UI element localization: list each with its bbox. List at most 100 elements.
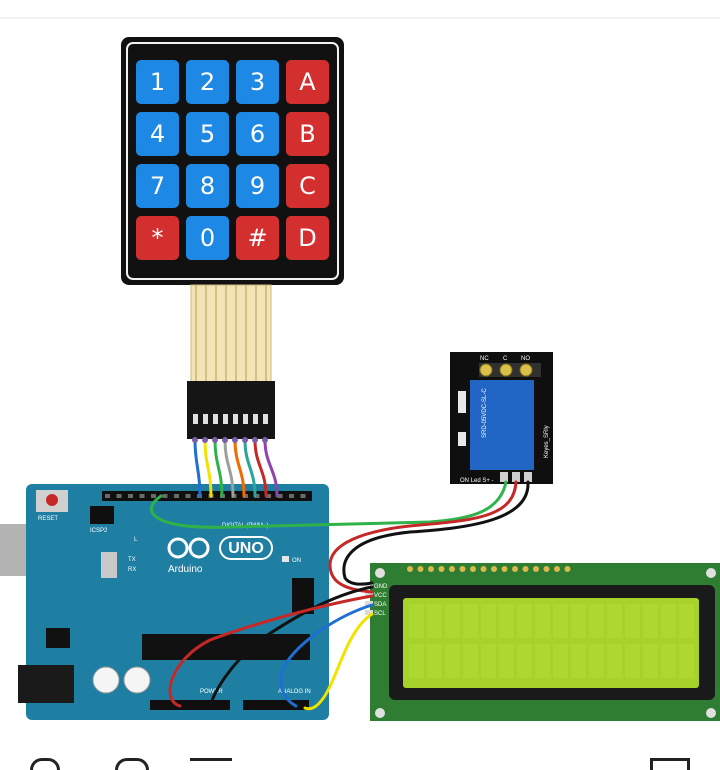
ribbon bbox=[190, 284, 272, 384]
wire-keypad-2 bbox=[203, 438, 213, 498]
keypad-key[interactable]: 7 bbox=[136, 164, 179, 208]
wire-keypad-3 bbox=[213, 438, 224, 498]
keypad-key[interactable]: 9 bbox=[236, 164, 279, 208]
comment-icon[interactable] bbox=[115, 758, 149, 770]
lcd-i2c-pin bbox=[365, 592, 373, 597]
keypad-key-face bbox=[186, 216, 229, 260]
connector-pin bbox=[263, 414, 268, 424]
header-pin bbox=[254, 494, 260, 498]
lcd-cell bbox=[517, 644, 532, 678]
lcd-cell bbox=[427, 644, 442, 678]
keypad-key[interactable]: * bbox=[136, 216, 179, 260]
keypad-key-face bbox=[186, 112, 229, 156]
connector-pin bbox=[213, 414, 218, 424]
reset-button bbox=[46, 494, 58, 506]
power-jack bbox=[18, 665, 74, 703]
arduino-logo: UNO Arduino bbox=[167, 536, 273, 575]
header-pin bbox=[128, 494, 133, 498]
header-pin bbox=[174, 494, 179, 498]
keypad-key[interactable]: 6 bbox=[236, 112, 279, 156]
bookmark-icon[interactable] bbox=[650, 758, 690, 770]
lcd-top-pin bbox=[449, 566, 455, 572]
capacitor-1 bbox=[92, 666, 120, 694]
header-pin bbox=[300, 494, 306, 498]
send-icon[interactable] bbox=[190, 758, 232, 770]
lcd-top-pin bbox=[501, 566, 508, 572]
wire-end bbox=[212, 437, 218, 443]
atmega-chip bbox=[142, 634, 310, 660]
keypad-key[interactable]: # bbox=[236, 216, 279, 260]
uno-label: UNO bbox=[228, 540, 264, 557]
connector-pin bbox=[223, 414, 228, 424]
keypad-key[interactable]: 0 bbox=[186, 216, 229, 260]
bottom-toolbar bbox=[0, 748, 720, 770]
lcd-top-pin bbox=[491, 566, 497, 572]
lcd-top-pin bbox=[564, 566, 571, 572]
arduino-pcb bbox=[26, 484, 329, 720]
wires bbox=[150, 437, 530, 711]
keypad-key-label: # bbox=[247, 224, 267, 252]
connector-pin bbox=[203, 414, 208, 424]
keypad-key[interactable]: 1 bbox=[136, 60, 179, 104]
keypad-key-face bbox=[286, 60, 329, 104]
relay-screw-c bbox=[499, 363, 513, 377]
keypad-key[interactable]: D bbox=[286, 216, 329, 260]
lcd-hole-tr bbox=[706, 568, 716, 578]
keypad-key[interactable]: 8 bbox=[186, 164, 229, 208]
keypad-key[interactable]: 3 bbox=[236, 60, 279, 104]
heart-icon[interactable] bbox=[30, 758, 60, 770]
keypad-key[interactable]: 4 bbox=[136, 112, 179, 156]
wire-lcd-scl bbox=[303, 612, 374, 711]
arduino-board: RESET ICSP2 DIGITAL (PWM~) UNO Arduino O… bbox=[0, 484, 329, 720]
keypad-key-label: 1 bbox=[150, 68, 165, 96]
keypad-key-face bbox=[286, 164, 329, 208]
power-header bbox=[150, 700, 230, 710]
relay-screw-nc bbox=[479, 363, 493, 377]
analog-label: ANALOG IN bbox=[278, 689, 311, 695]
lcd-top-pin bbox=[512, 566, 518, 572]
relay-coil bbox=[470, 380, 534, 470]
l-led-label: L bbox=[134, 537, 138, 543]
lcd-top-pin bbox=[438, 566, 445, 572]
lcd-cell bbox=[499, 644, 514, 678]
keypad-key-label: 7 bbox=[150, 172, 165, 200]
lcd-cell bbox=[409, 604, 424, 638]
lcd-cell bbox=[661, 604, 676, 638]
voltage-regulator bbox=[46, 628, 70, 648]
keypad-key[interactable]: A bbox=[286, 60, 329, 104]
relay-no-label: NO bbox=[521, 356, 530, 362]
keypad-key-face bbox=[286, 216, 329, 260]
lcd-hole-tl bbox=[375, 568, 385, 578]
keypad-key-face bbox=[236, 216, 279, 260]
keypad-key-face bbox=[236, 164, 279, 208]
icsp-label: ICSP2 bbox=[90, 528, 108, 534]
keypad-key-label: 8 bbox=[200, 172, 215, 200]
lcd-cell bbox=[427, 604, 442, 638]
lcd-pin-label: VCC bbox=[374, 593, 387, 599]
relay-resistor bbox=[458, 432, 466, 446]
keypad-key-label: A bbox=[299, 68, 316, 96]
keypad-key[interactable]: B bbox=[286, 112, 329, 156]
lcd-top-pin bbox=[554, 566, 560, 572]
lcd-cell bbox=[571, 644, 586, 678]
relay-nc-label: NC bbox=[480, 356, 489, 362]
lcd-i2c-pin bbox=[365, 610, 373, 615]
rx-label: RX bbox=[128, 567, 136, 573]
header-pin bbox=[266, 494, 271, 498]
wire-relay-vcc bbox=[328, 480, 518, 594]
arduino-brand: Arduino bbox=[168, 564, 203, 575]
keypad-key[interactable]: 5 bbox=[186, 112, 229, 156]
header-pin bbox=[185, 494, 191, 498]
lcd-cell bbox=[571, 604, 586, 638]
header-pin bbox=[105, 494, 110, 498]
wire-keypad-8 bbox=[263, 438, 279, 498]
keypad-key-face bbox=[186, 60, 229, 104]
lcd-cell bbox=[589, 604, 604, 638]
keypad-key[interactable]: C bbox=[286, 164, 329, 208]
keypad-key-face bbox=[236, 60, 279, 104]
keypad-key-label: D bbox=[298, 224, 316, 252]
lcd-cell bbox=[445, 604, 460, 638]
keypad-key[interactable]: 2 bbox=[186, 60, 229, 104]
